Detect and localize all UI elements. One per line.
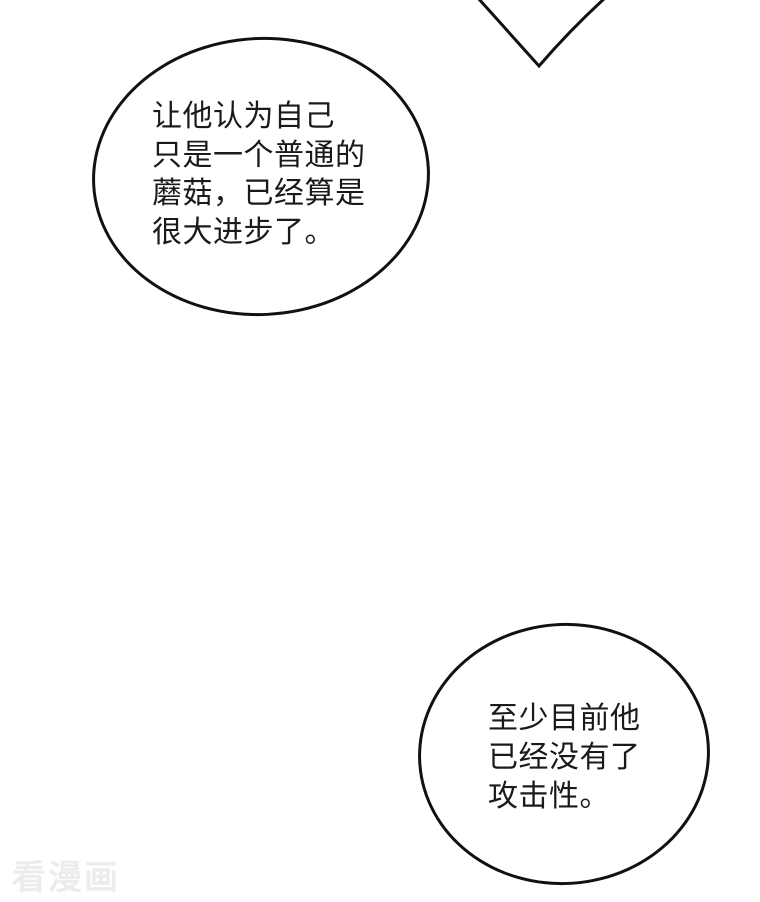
- dialogue-line: 已经没有了: [488, 740, 641, 775]
- speech-bubble-1-text: 让他认为自己 只是一个普通的 蘑菇，已经算是 很大进步了。: [152, 98, 366, 252]
- dialogue-line: 蘑菇，已经算是: [152, 176, 366, 211]
- dialogue-line: 攻击性。: [488, 779, 610, 814]
- dialogue-line: 让他认为自己: [152, 99, 335, 134]
- dialogue-line: 至少目前他: [488, 701, 641, 736]
- speech-bubble-2-text: 至少目前他 已经没有了 攻击性。: [488, 699, 641, 816]
- dialogue-line: 很大进步了。: [152, 214, 335, 250]
- watermark-logo: 看漫画: [12, 858, 120, 898]
- dialogue-line: 只是一个普通的: [152, 137, 366, 173]
